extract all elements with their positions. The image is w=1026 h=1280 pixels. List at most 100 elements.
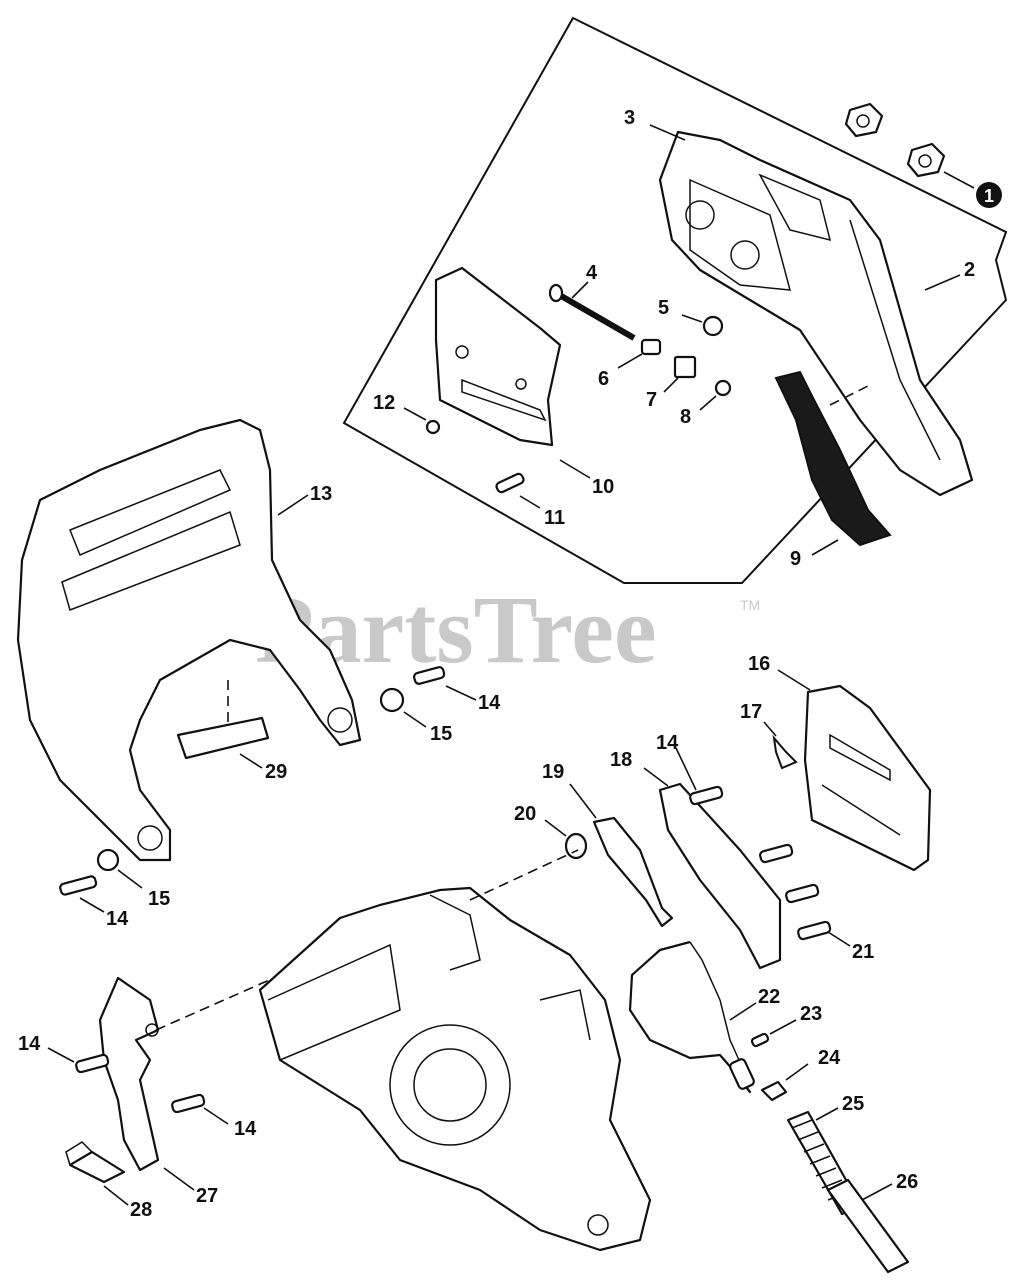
screw-14-bumper-lower [171, 1093, 206, 1114]
screw-11 [495, 472, 525, 494]
screw-14-brake [689, 785, 724, 806]
callout-22: 22 [758, 986, 780, 1008]
leader-7 [663, 377, 679, 393]
callout-26: 26 [896, 1171, 918, 1193]
crankcase [258, 886, 652, 1252]
callout-14-bumper-lower: 14 [234, 1118, 257, 1140]
washer-8 [714, 379, 732, 397]
leader-10 [559, 459, 591, 479]
bushing-20 [564, 832, 588, 860]
screw-12 [425, 419, 441, 435]
leader-14-lower-left [79, 897, 105, 913]
slide-7 [673, 355, 697, 379]
bushing-15-lower [96, 848, 120, 872]
callout-23: 23 [800, 1003, 822, 1025]
chain-catcher-9 [774, 370, 892, 547]
leader-28 [103, 1185, 129, 1206]
leader-16 [777, 669, 811, 691]
leader-14-bumper-upper [47, 1047, 75, 1063]
leader-14-brake [675, 747, 697, 791]
callout-19: 19 [542, 761, 564, 783]
leader-20-dash [469, 849, 579, 901]
leader-11 [519, 495, 541, 509]
leader-12 [403, 407, 427, 421]
callout-10: 10 [592, 476, 614, 498]
thrust-washer-5 [702, 315, 724, 337]
screw-14-bumper-upper [75, 1053, 110, 1074]
tensioner-nut-6 [640, 338, 662, 356]
callout-27: 27 [196, 1185, 218, 1207]
callout-16: 16 [748, 653, 770, 675]
leader-17 [763, 721, 777, 737]
screw-21-c [797, 920, 832, 941]
callout-3: 3 [624, 107, 635, 129]
brake-band-22 [628, 940, 755, 1094]
leader-24 [785, 1063, 809, 1081]
collar-nut-upper [844, 102, 884, 138]
leader-20 [544, 819, 567, 837]
leader-13 [277, 494, 309, 516]
leader-14-upper [445, 685, 477, 701]
callout-28: 28 [130, 1199, 152, 1221]
collar-nut-lower [906, 142, 946, 178]
leader-14-bumper-lower [203, 1107, 229, 1125]
leader-27 [163, 1167, 195, 1191]
callout-11: 11 [544, 507, 565, 529]
pin-23 [750, 1032, 770, 1048]
screw-14-upper [413, 666, 446, 685]
leader-29 [239, 753, 263, 769]
leader-1 [943, 171, 975, 189]
screw-21-a [759, 843, 794, 864]
callout-7: 7 [646, 389, 657, 411]
callout-8: 8 [680, 406, 691, 428]
plug-24 [760, 1080, 788, 1102]
callout-20: 20 [514, 803, 536, 825]
callout-24: 24 [818, 1047, 841, 1069]
callout-2: 2 [964, 259, 975, 281]
spring-17 [772, 734, 798, 770]
callout-9: 9 [790, 548, 801, 570]
leader-18 [643, 767, 669, 787]
side-plate-10 [434, 266, 562, 447]
callout-13: 13 [310, 483, 332, 505]
callout-4: 4 [586, 262, 598, 284]
bushing-15-upper [379, 687, 405, 713]
callout-6: 6 [598, 368, 609, 390]
leader-3 [649, 124, 686, 141]
label-29 [176, 716, 270, 760]
leader-4 [571, 281, 589, 299]
watermark-tm: TM [740, 597, 760, 613]
callout-15-lower: 15 [148, 888, 170, 910]
brake-lever-18 [658, 782, 782, 970]
callout-14-upper: 14 [478, 692, 501, 714]
screw-21-b [785, 883, 820, 904]
callout-14-bumper-upper: 14 [18, 1033, 41, 1055]
leader-2 [924, 274, 961, 291]
bracket-28 [65, 1141, 126, 1184]
sleeve-26 [826, 1178, 910, 1274]
callout-29: 29 [265, 761, 287, 783]
callout-21: 21 [852, 941, 874, 963]
leader-5 [681, 314, 703, 323]
leader-15-lower [117, 869, 143, 889]
callout-14-brake: 14 [656, 732, 679, 754]
callout-15-upper: 15 [430, 723, 452, 745]
leader-19 [569, 783, 597, 819]
screw-14-lower-left [59, 875, 98, 896]
leader-8 [699, 395, 717, 411]
bumper-spike-27 [98, 976, 160, 1172]
tensioner-screw [548, 283, 636, 341]
leader-6 [617, 353, 643, 369]
callout-25: 25 [842, 1093, 864, 1115]
leader-9-dash [829, 384, 871, 406]
leader-9 [811, 539, 839, 556]
cover-plate-16 [803, 684, 932, 872]
callout-12: 12 [373, 392, 395, 414]
callout-5: 5 [658, 297, 669, 319]
leader-26 [861, 1183, 893, 1201]
sprocket-cover [658, 130, 974, 497]
hand-guard-13 [16, 418, 362, 862]
callout-17: 17 [740, 701, 762, 723]
leader-15-upper [403, 711, 427, 728]
